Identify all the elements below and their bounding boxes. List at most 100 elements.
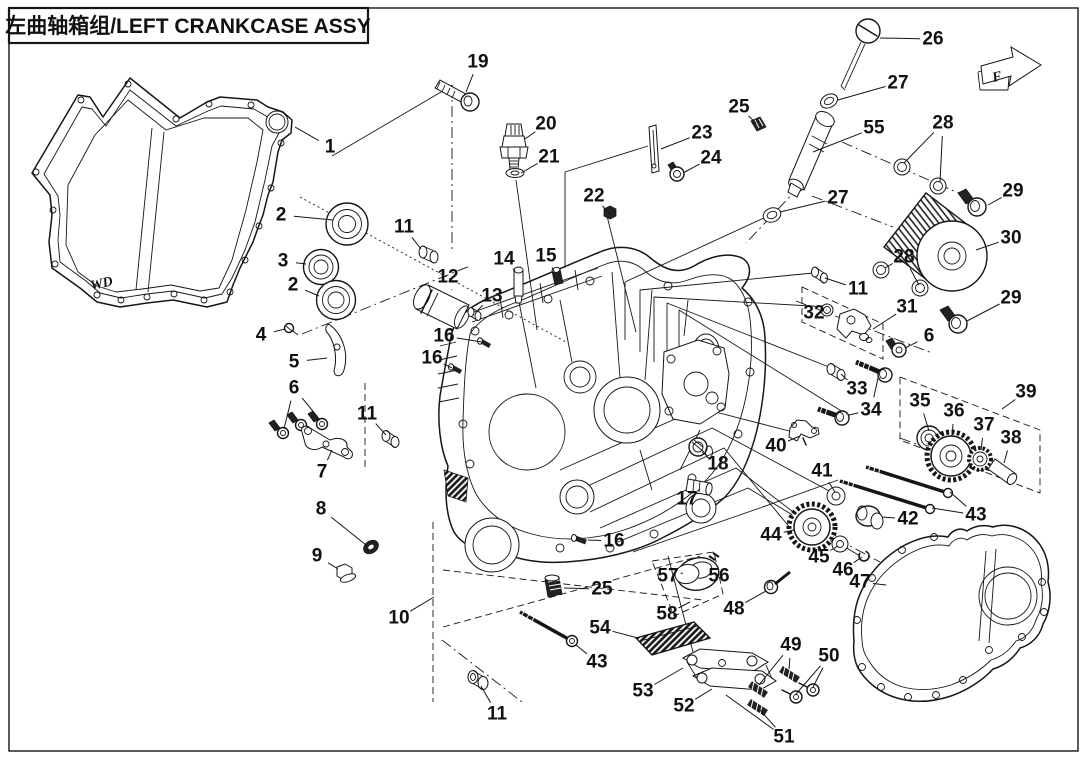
leader-line-41 <box>828 481 836 493</box>
plug-25-top <box>750 116 767 132</box>
callout-27: 27 <box>887 73 908 94</box>
bearing-set <box>302 202 369 321</box>
callout-47: 47 <box>849 572 870 593</box>
leader-line-28 <box>939 135 943 183</box>
leader-line-35 <box>923 413 930 432</box>
callout-14: 14 <box>493 249 515 270</box>
oring-32 <box>820 303 834 317</box>
leader-line-29 <box>966 303 1000 322</box>
bearing-37 <box>967 446 993 472</box>
callout-6: 6 <box>924 326 935 347</box>
gasket-left <box>31 77 293 308</box>
leader-line-15 <box>551 267 556 274</box>
studs-49 <box>748 666 800 698</box>
callout-3: 3 <box>278 251 289 272</box>
callout-19: 19 <box>467 52 488 73</box>
leader-line-42 <box>881 516 896 519</box>
bushing-11-right <box>811 266 828 284</box>
leader-line-34 <box>848 412 859 416</box>
callout-20: 20 <box>535 114 556 135</box>
callout-25: 25 <box>591 579 613 600</box>
page-title: 左曲轴箱组/LEFT CRANKCASE ASSY <box>5 14 371 38</box>
rocker-40 <box>788 419 820 446</box>
gear-44 <box>786 501 838 553</box>
leader-line-11 <box>480 685 492 703</box>
leader-line-23 <box>660 137 691 150</box>
leader-line-21 <box>520 162 538 174</box>
callout-2: 2 <box>288 275 299 296</box>
leader-line-16 <box>443 363 453 369</box>
callout-43: 43 <box>586 652 607 673</box>
callout-34: 34 <box>860 400 882 421</box>
leader-line-47 <box>872 583 887 586</box>
crankcase-body <box>437 246 767 573</box>
bolts-34 <box>817 359 893 426</box>
screw-4 <box>283 322 299 336</box>
bracket-7 <box>301 425 353 460</box>
callout-29: 29 <box>1000 288 1021 309</box>
callout-2: 2 <box>276 205 287 226</box>
callout-37: 37 <box>973 415 994 436</box>
callout-24: 24 <box>700 148 722 169</box>
callout-17: 17 <box>676 489 697 510</box>
leader-line-46 <box>853 556 863 564</box>
leader-line-28 <box>903 131 935 164</box>
bolt-9 <box>336 563 357 583</box>
leader-line-6 <box>301 397 321 421</box>
leader-line-58 <box>678 601 691 609</box>
valve-17 <box>685 478 713 496</box>
callout-48: 48 <box>723 599 744 620</box>
callout-16: 16 <box>603 531 624 552</box>
dipstick-tube-55 <box>787 110 835 198</box>
leader-line-33 <box>840 373 848 381</box>
oil-filter-30 <box>883 192 988 292</box>
leader-line-30 <box>975 241 999 251</box>
callout-31: 31 <box>896 297 918 318</box>
oring-27-mid <box>762 207 782 223</box>
callout-40: 40 <box>765 436 786 457</box>
bolt-19 <box>434 79 480 112</box>
callout-10: 10 <box>388 608 409 629</box>
callout-52: 52 <box>673 696 694 717</box>
leader-line-50 <box>795 665 821 695</box>
leader-line-45 <box>830 545 839 551</box>
callout-9: 9 <box>312 546 323 567</box>
leader-line-53 <box>654 667 684 685</box>
leader-line-20 <box>524 131 536 140</box>
leader-line-5 <box>306 357 328 361</box>
bushing-13 <box>467 307 482 321</box>
bushing-33 <box>826 363 846 381</box>
leader-line-19 <box>465 73 474 93</box>
leader-line-11 <box>824 277 846 286</box>
leader-line-43 <box>575 644 588 655</box>
callout-27: 27 <box>827 188 848 209</box>
pin-38 <box>987 458 1018 485</box>
bolt-24 <box>667 161 685 182</box>
washer-41 <box>826 486 846 506</box>
leader-line-4 <box>273 328 286 333</box>
pin-14 <box>513 266 524 304</box>
leader-line-49 <box>758 654 784 686</box>
callout-56: 56 <box>708 566 729 587</box>
leader-line-16 <box>587 539 602 541</box>
leader-line-11 <box>411 236 422 250</box>
oring-27-top <box>819 93 839 109</box>
leader-line-39 <box>1001 399 1016 410</box>
leader-line-51 <box>725 694 774 730</box>
leader-line-54 <box>612 630 639 639</box>
leader-line-48 <box>745 590 767 604</box>
callout-11: 11 <box>487 704 508 725</box>
callout-53: 53 <box>632 681 653 702</box>
title-box: 左曲轴箱组/LEFT CRANKCASE ASSY <box>5 6 371 45</box>
plug-12 <box>413 284 470 330</box>
callout-5: 5 <box>289 352 300 373</box>
leader-line-28 <box>909 268 920 286</box>
callout-16: 16 <box>433 326 454 347</box>
callout-58: 58 <box>656 604 677 625</box>
leader-line-2 <box>293 215 334 221</box>
callout-36: 36 <box>943 401 964 422</box>
leader-line-7 <box>326 449 333 461</box>
callout-12: 12 <box>437 267 458 288</box>
